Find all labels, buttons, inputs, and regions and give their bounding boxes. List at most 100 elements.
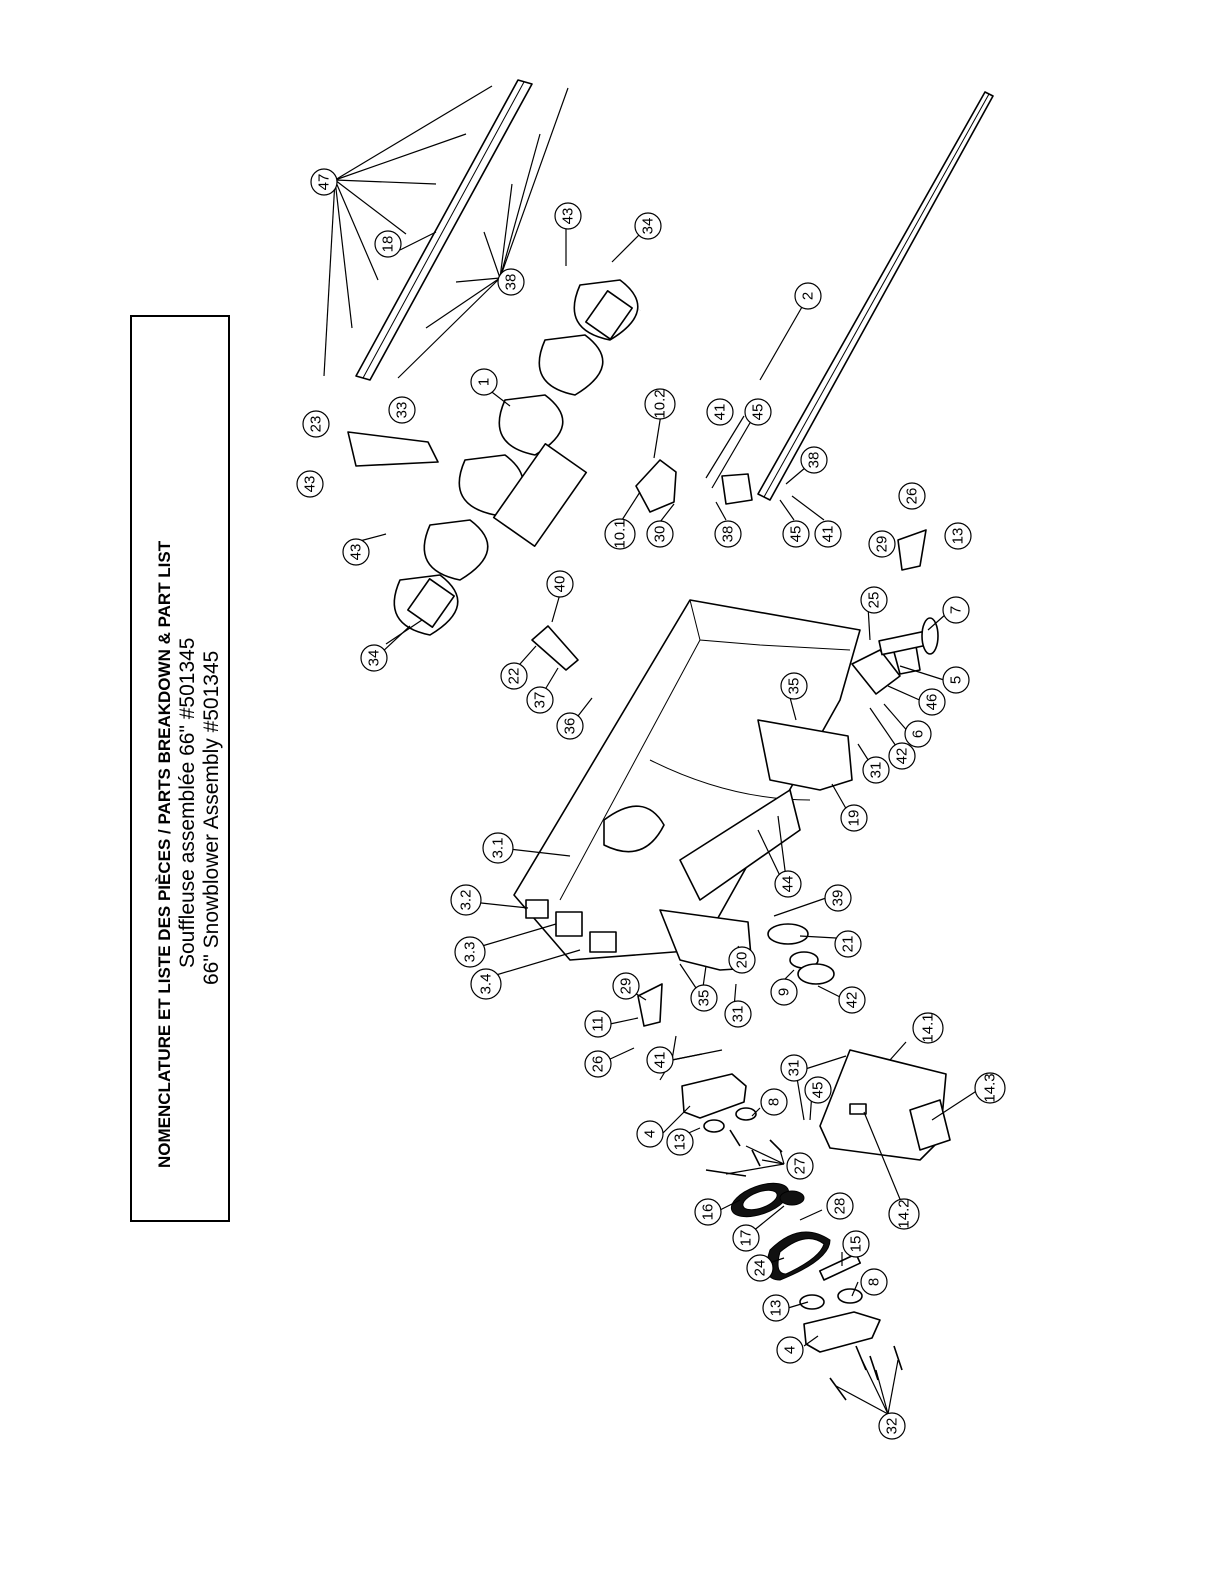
callout-label: 40 [552,576,569,593]
side-plate-right [757,719,853,791]
snowblower-housing [513,599,861,961]
callout-10-1: 10.1 [604,518,636,550]
callout-label: 37 [532,692,549,709]
title-line-3: 66" Snowblower Assembly #501345 [200,651,223,985]
callout-label: 13 [768,1300,785,1317]
callout-label: 34 [366,650,383,667]
callout-15: 15 [842,1230,870,1258]
callout-42a: 42 [888,742,916,770]
callout-18: 18 [374,230,402,258]
callout-label: 42 [844,992,861,1009]
callout-41a: 41 [706,398,734,426]
callout-41b: 41 [814,520,842,548]
callout-label: 34 [640,218,657,235]
callout-40: 40 [546,570,574,598]
callout-label: 41 [712,404,729,421]
callout-3-2: 3.2 [450,884,482,916]
callout-3-4: 3.4 [470,968,502,1000]
callout-29a: 29 [868,530,896,558]
callout-label: 13 [950,528,967,545]
callout-label: 14.1 [920,1013,937,1042]
callout-5: 5 [942,666,970,694]
callout-7: 7 [942,596,970,624]
callout-label: 16 [700,1204,717,1221]
callout-label: 27 [792,1158,809,1175]
callout-32: 32 [878,1412,906,1440]
callout-label: 31 [730,1006,747,1023]
callout-46: 46 [918,688,946,716]
callout-label: 30 [652,526,669,543]
callout-label: 31 [868,762,885,779]
callout-label: 44 [780,876,797,893]
callout-label: 11 [590,1016,607,1032]
callout-label: 5 [948,676,965,684]
callout-label: 29 [874,536,891,553]
callout-label: 38 [503,274,520,291]
callout-label: 18 [380,236,397,253]
callout-17: 17 [732,1224,760,1252]
callout-label: 33 [394,402,411,419]
callout-label: 32 [884,1418,901,1435]
callout-label: 38 [720,526,737,543]
callout-label: 4 [782,1346,799,1354]
callout-9: 9 [770,978,798,1006]
callout-label: 2 [800,292,817,300]
callout-44: 44 [774,870,802,898]
skid-shoe-right [897,529,927,571]
callout-2: 2 [794,282,822,310]
callout-label: 28 [832,1198,849,1215]
callout-35b: 35 [690,984,718,1012]
callout-11: 11 [584,1010,612,1038]
callout-26a: 26 [898,482,926,510]
callout-34a: 34 [634,212,662,240]
callout-label: 31 [786,1060,803,1077]
callout-27: 27 [786,1152,814,1180]
callout-label: 45 [810,1082,827,1099]
cover-plate [347,431,439,467]
callout-35a: 35 [780,672,808,700]
shaft-end-yoke [721,473,753,505]
callout-14-3: 14.3 [974,1072,1006,1104]
callout-label: 45 [788,526,805,543]
callout-1: 1 [470,368,498,396]
callout-label: 36 [562,718,579,735]
callout-label: 4 [642,1130,659,1138]
callout-label: 17 [738,1230,755,1247]
callout-label: 3.2 [458,890,475,911]
callout-label: 24 [752,1260,769,1277]
callout-19: 19 [840,804,868,832]
callout-36: 36 [556,712,584,740]
callout-14-2: 14.2 [888,1198,920,1230]
callout-label: 10.1 [612,519,629,548]
callout-label: 14.2 [896,1199,913,1228]
callout-31b: 31 [724,1000,752,1028]
callout-label: 19 [846,810,863,827]
callout-14-1: 14.1 [912,1012,944,1044]
callout-label: 1 [476,378,493,386]
callout-label: 39 [830,890,847,907]
callout-31c: 31 [780,1054,808,1082]
callout-39: 39 [824,884,852,912]
callout-label: 23 [308,416,325,433]
bearing-plate-lower [803,1311,881,1353]
callout-43c: 43 [342,538,370,566]
callout-label: 45 [750,404,767,421]
title-line-1: NOMENCLATURE ET LISTE DES PIÈCES / PARTS… [155,540,174,1168]
callout-34b: 34 [360,644,388,672]
callout-21: 21 [834,930,862,958]
callout-label: 15 [848,1236,865,1253]
callout-38a: 38 [497,268,525,296]
callout-label: 46 [924,694,941,711]
callout-20: 20 [728,946,756,974]
callout-3-1: 3.1 [482,832,514,864]
callout-24: 24 [746,1254,774,1282]
callout-45b: 45 [782,520,810,548]
auger-assembly [393,279,643,636]
callout-label: 26 [590,1056,607,1073]
callout-label: 43 [560,208,577,225]
belt-guard-end [909,1099,951,1151]
callout-label: 41 [652,1052,669,1069]
callout-label: 10.2 [652,389,669,418]
callout-29b: 29 [612,972,640,1000]
callout-8a: 8 [760,1088,788,1116]
